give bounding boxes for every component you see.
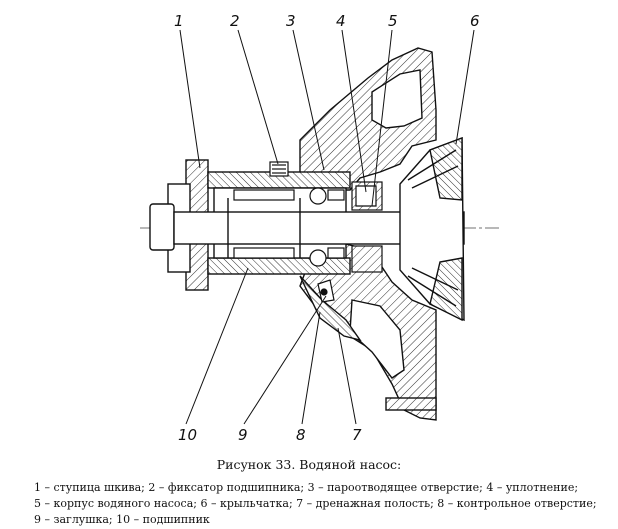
drain-cavity-and-plug <box>317 279 335 303</box>
legend-line-2: 5 – корпус водяного насоса; 6 – крыльчат… <box>34 497 597 510</box>
callout-2: 2 <box>230 12 240 30</box>
bearing-elements <box>233 187 345 267</box>
impeller <box>399 136 465 322</box>
callout-9: 9 <box>238 426 248 444</box>
callout-leaders <box>179 29 475 425</box>
callout-8: 8 <box>296 426 306 444</box>
callout-3: 3 <box>286 12 296 30</box>
legend-line-3: 9 – заглушка; 10 – подшипник <box>34 513 210 526</box>
callout-10: 10 <box>178 426 197 444</box>
callout-5: 5 <box>388 12 398 30</box>
figure-legend: 1 – ступица шкива; 2 – фиксатор подшипни… <box>34 480 614 528</box>
callout-7: 7 <box>352 426 362 444</box>
water-pump-cross-section-drawing: 1 2 3 4 5 6 10 9 8 7 <box>140 12 500 444</box>
callout-4: 4 <box>336 12 346 30</box>
callout-1: 1 <box>174 12 184 30</box>
figure-caption: Рисунок 33. Водяной насос: <box>216 457 402 472</box>
seal <box>351 181 383 273</box>
bearing-retainer-screw <box>269 161 289 177</box>
callout-6: 6 <box>470 12 480 30</box>
legend-line-1: 1 – ступица шкива; 2 – фиксатор подшипни… <box>34 481 579 494</box>
